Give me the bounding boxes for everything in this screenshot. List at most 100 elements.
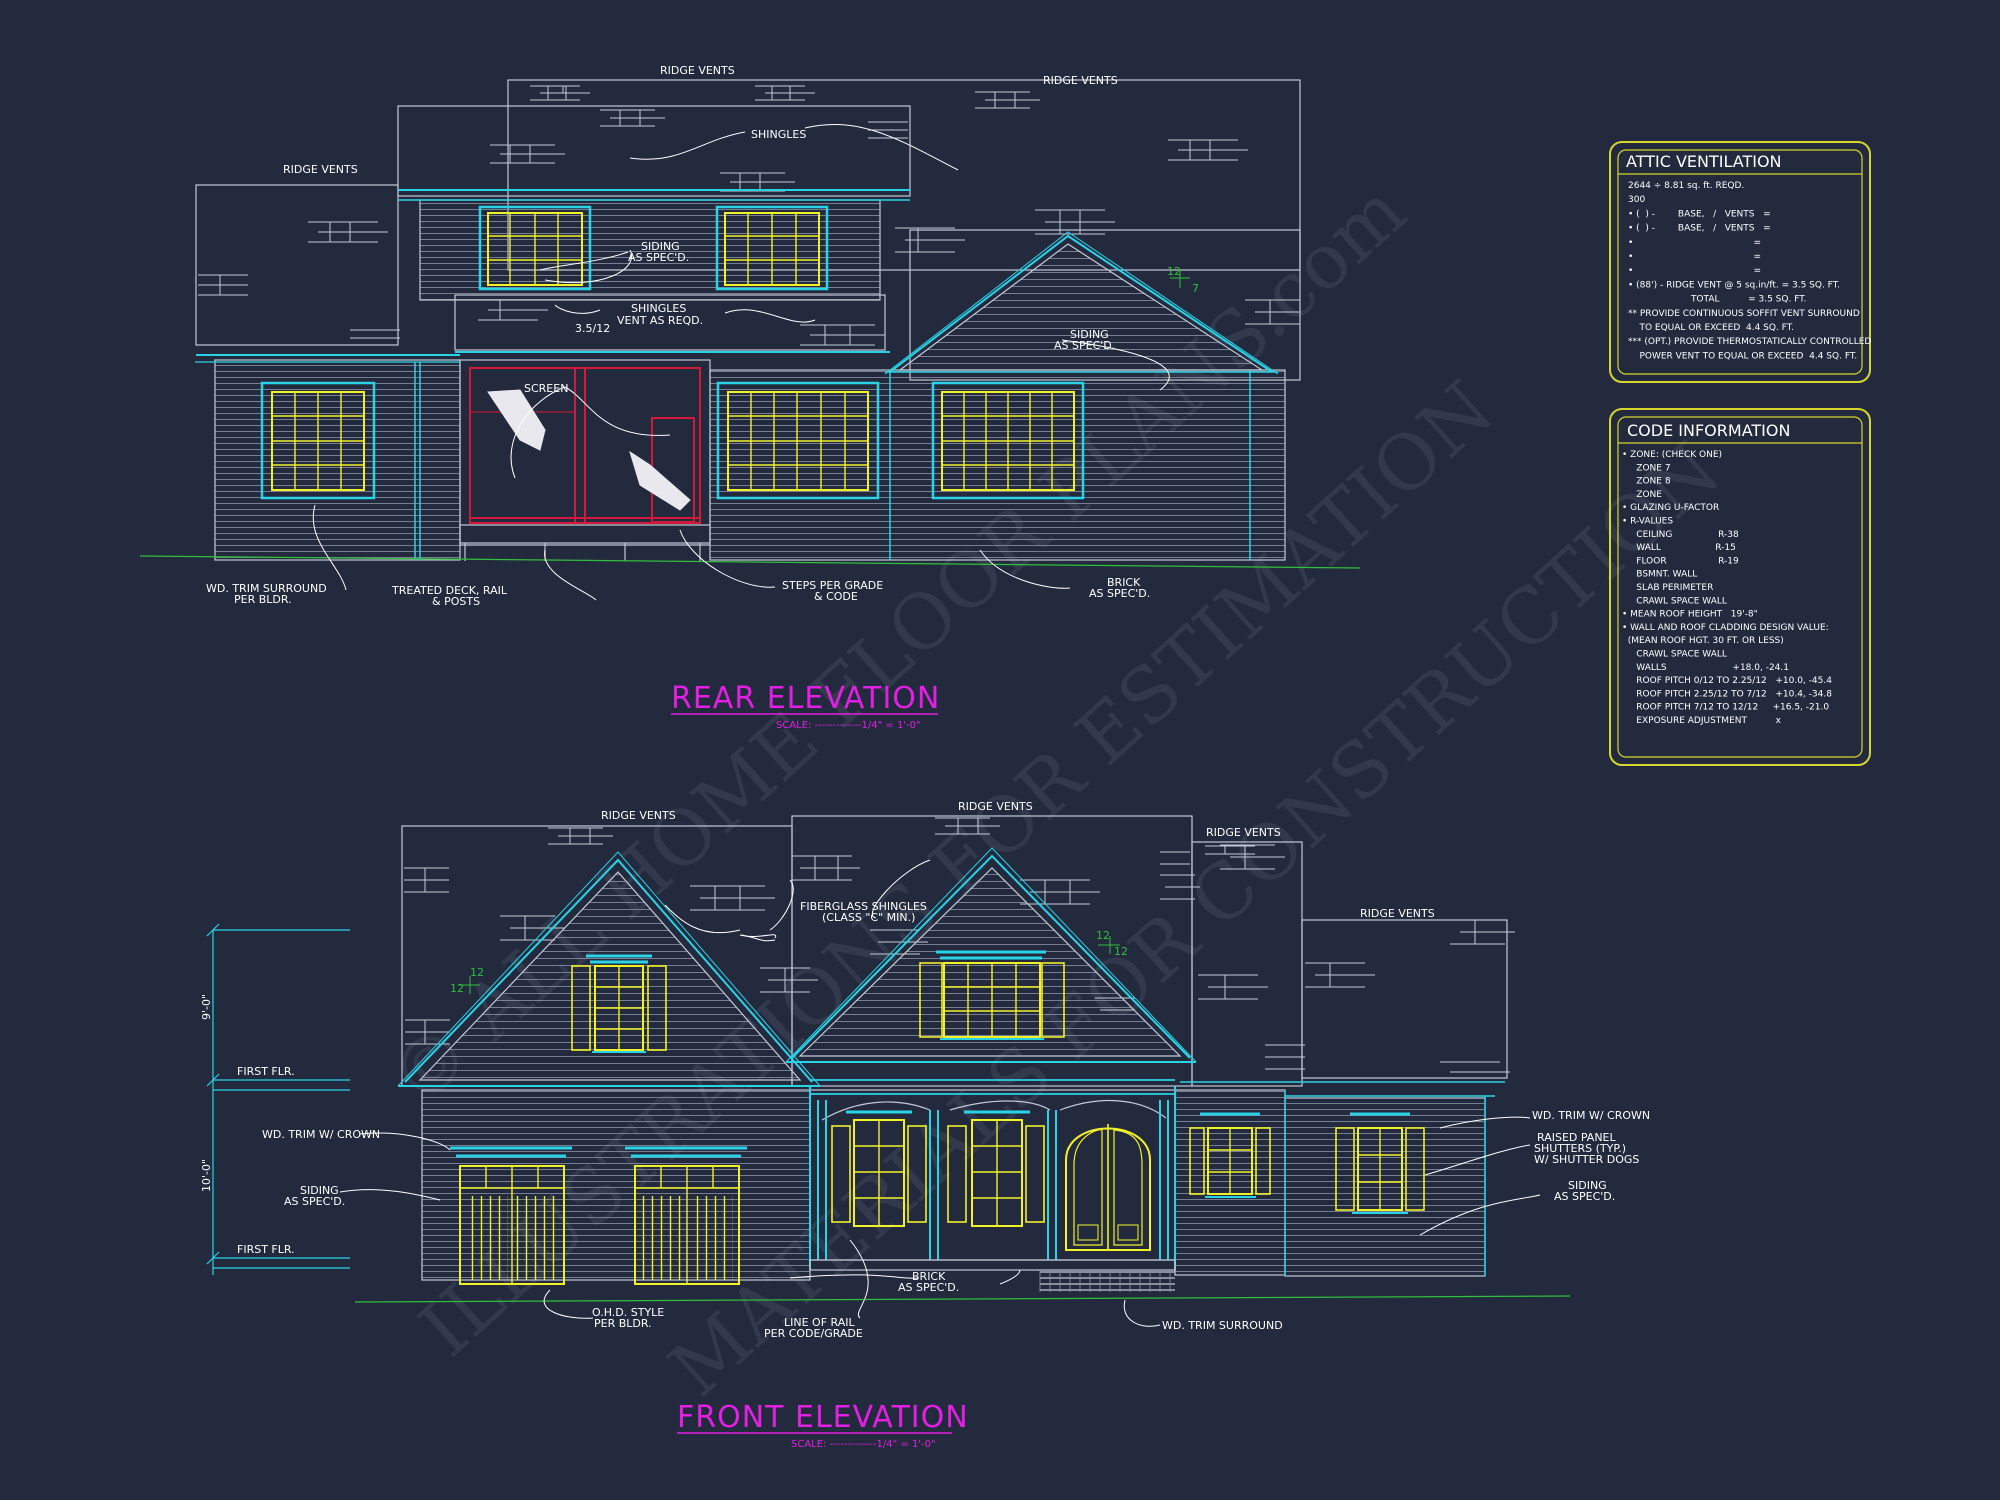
front-right-window xyxy=(1189,1112,1271,1198)
rear-label-siding-right-2: AS SPEC'D. xyxy=(1054,339,1115,352)
rear-deck xyxy=(459,524,711,544)
rear-label-ridge-vents-left: RIDGE VENTS xyxy=(283,163,358,176)
front-label-siding-right-2: AS SPEC'D. xyxy=(1554,1190,1615,1203)
code-information-title: CODE INFORMATION xyxy=(1627,421,1790,440)
attic-ventilation-line-7: • (88') - RIDGE VENT @ 5 sq.in/ft. = 3.5… xyxy=(1628,280,1840,290)
code-information-line-6: CEILING R-38 xyxy=(1622,530,1739,540)
front-label-first-flr-upper: FIRST FLR. xyxy=(237,1065,295,1078)
front-label-wd-trim-surround: WD. TRIM SURROUND xyxy=(1162,1319,1283,1332)
attic-ventilation-line-12: POWER VENT TO EQUAL OR EXCEED 4.4 SQ. FT… xyxy=(1628,351,1857,361)
code-information-line-0: • ZONE: (CHECK ONE) xyxy=(1622,450,1722,460)
code-information-line-2: ZONE 8 xyxy=(1622,477,1671,487)
front-label-ridge-vents-left: RIDGE VENTS xyxy=(601,809,676,822)
rear-label-wd-trim-1: WD. TRIM SURROUND xyxy=(206,582,327,595)
attic-ventilation-line-5: • = xyxy=(1628,252,1761,262)
front-porch-window-center xyxy=(947,1110,1045,1227)
rear-label-screen: SCREEN xyxy=(524,382,568,395)
front-label-ridge-vents-right: RIDGE VENTS xyxy=(1206,826,1281,839)
front-elevation-title: FRONT ELEVATION xyxy=(677,1400,969,1435)
rear-window-right xyxy=(931,381,1085,500)
code-information-line-8: FLOOR R-19 xyxy=(1622,556,1739,566)
code-information-lines: • ZONE: (CHECK ONE) ZONE 7 ZONE 8 ZONE • … xyxy=(1622,450,1832,726)
front-label-ridge-vents-center: RIDGE VENTS xyxy=(958,800,1033,813)
front-porch-base xyxy=(809,1259,1176,1271)
rear-porch-roof xyxy=(454,294,886,351)
rear-label-steps-1: STEPS PER GRADE xyxy=(782,579,883,592)
attic-ventilation-line-3: • ( ) - BASE, / VENTS = xyxy=(1628,224,1771,234)
code-information-line-11: CRAWL SPACE WALL xyxy=(1622,596,1727,606)
code-information-line-19: ROOF PITCH 7/12 TO 12/12 +16.5, -21.0 xyxy=(1622,703,1829,713)
attic-ventilation-line-11: *** (OPT.) PROVIDE THERMOSTATICALLY CONT… xyxy=(1628,337,1871,347)
rear-lower-wall-left xyxy=(214,359,461,561)
front-label-ridge-vents-far-right: RIDGE VENTS xyxy=(1360,907,1435,920)
rear-label-siding-right-1: SIDING xyxy=(1070,328,1109,341)
front-left-gable xyxy=(418,871,802,1081)
attic-ventilation-table: ATTIC VENTILATION 2644 ÷ 8.81 sq. ft. RE… xyxy=(1609,141,1871,383)
code-information-line-20: EXPOSURE ADJUSTMENT x xyxy=(1622,716,1782,726)
rear-label-deck-1: TREATED DECK, RAIL xyxy=(391,584,508,597)
code-information-line-16: WALLS +18.0, -24.1 xyxy=(1622,663,1789,673)
front-porch-window-left xyxy=(831,1110,927,1227)
rear-roof-top xyxy=(507,79,1301,271)
rear-leaders xyxy=(312,124,1170,601)
code-information-line-4: • GLAZING U-FACTOR xyxy=(1622,503,1719,513)
front-roof-far-right xyxy=(1301,919,1508,1079)
code-information-line-1: ZONE 7 xyxy=(1622,463,1671,473)
attic-ventilation-line-9: ** PROVIDE CONTINUOUS SOFFIT VENT SURROU… xyxy=(1628,309,1860,319)
front-label-ohd-1: O.H.D. STYLE xyxy=(592,1306,664,1319)
front-entry-door xyxy=(1065,1124,1151,1251)
front-label-fiberglass-1: FIBERGLASS SHINGLES xyxy=(800,900,927,913)
front-elevation-scale: SCALE: -------------1/4" = 1'-0" xyxy=(791,1439,936,1450)
code-information-line-15: CRAWL SPACE WALL xyxy=(1622,650,1727,660)
front-label-dim-lower: 10'-0" xyxy=(200,1159,213,1192)
code-information-table: CODE INFORMATION • ZONE: (CHECK ONE) ZON… xyxy=(1609,408,1871,766)
rear-label-shingles-vent-2: VENT AS REQD. xyxy=(617,314,703,327)
rear-label-wd-trim-2: PER BLDR. xyxy=(234,593,292,606)
front-label-siding-right-1: SIDING xyxy=(1568,1179,1607,1192)
front-label-rail-2: PER CODE/GRADE xyxy=(764,1327,863,1340)
code-information-line-9: BSMNT. WALL xyxy=(1622,570,1697,580)
code-information-line-3: ZONE xyxy=(1622,490,1662,500)
front-gable-window-center xyxy=(919,950,1065,1040)
rear-elevation-scale: SCALE: -------------1/4" = 1'-0" xyxy=(776,720,921,731)
screen-hatch-1 xyxy=(487,389,546,451)
front-garage-door-left xyxy=(450,1146,572,1285)
front-label-wd-trim-crown-left: WD. TRIM W/ CROWN xyxy=(262,1128,380,1141)
rear-label-brick-2: AS SPEC'D. xyxy=(1089,587,1150,600)
front-label-first-flr-lower: FIRST FLR. xyxy=(237,1243,295,1256)
front-far-right-window xyxy=(1335,1112,1425,1214)
rear-ground-line xyxy=(139,555,1361,569)
code-information-line-18: ROOF PITCH 2.25/12 TO 7/12 +10.4, -34.8 xyxy=(1622,689,1832,699)
rear-window-left xyxy=(260,381,376,500)
front-label-pitch-center-b: 12 xyxy=(1114,945,1128,958)
rear-label-siding-upper-2: AS SPEC'D. xyxy=(628,251,689,264)
rear-upper-wall xyxy=(419,199,881,301)
rear-label-pitch-12: 12 xyxy=(1167,265,1181,278)
front-porch-steps xyxy=(1040,1271,1175,1291)
front-label-shutters-1: RAISED PANEL xyxy=(1537,1131,1616,1144)
rear-label-pitch-35: 3.5/12 xyxy=(575,322,610,335)
front-elevation xyxy=(206,815,1571,1327)
rear-label-siding-upper-1: SIDING xyxy=(641,240,680,253)
front-porch-columns xyxy=(817,1100,1169,1260)
front-garage-door-right xyxy=(625,1146,747,1285)
front-elevation-title-block: FRONT ELEVATION SCALE: -------------1/4"… xyxy=(677,1400,969,1450)
code-information-line-17: ROOF PITCH 0/12 TO 2.25/12 +10.0, -45.4 xyxy=(1622,676,1832,686)
screen-hatch-2 xyxy=(629,450,691,511)
attic-ventilation-line-2: • ( ) - BASE, / VENTS = xyxy=(1628,209,1771,219)
rear-label-deck-2: & POSTS xyxy=(432,595,480,608)
front-label-pitch-left-a: 12 xyxy=(470,966,484,979)
rear-label-pitch-7: 7 xyxy=(1192,282,1199,295)
code-information-line-7: WALL R-15 xyxy=(1622,543,1736,553)
attic-ventilation-line-6: • = xyxy=(1628,266,1761,276)
rear-elevation-title: REAR ELEVATION xyxy=(671,681,940,716)
rear-upper-window-left xyxy=(478,205,592,291)
rear-upper-window-right xyxy=(715,205,829,291)
rear-roof-main xyxy=(397,105,911,197)
rear-roof-left xyxy=(195,184,399,346)
front-label-dim-upper: 9'-0" xyxy=(200,994,213,1020)
attic-ventilation-lines: 2644 ÷ 8.81 sq. ft. REQD.300• ( ) - BASE… xyxy=(1628,181,1871,361)
attic-ventilation-line-10: TO EQUAL OR EXCEED 4.4 SQ. FT. xyxy=(1628,323,1794,333)
code-information-line-10: SLAB PERIMETER xyxy=(1622,583,1713,593)
